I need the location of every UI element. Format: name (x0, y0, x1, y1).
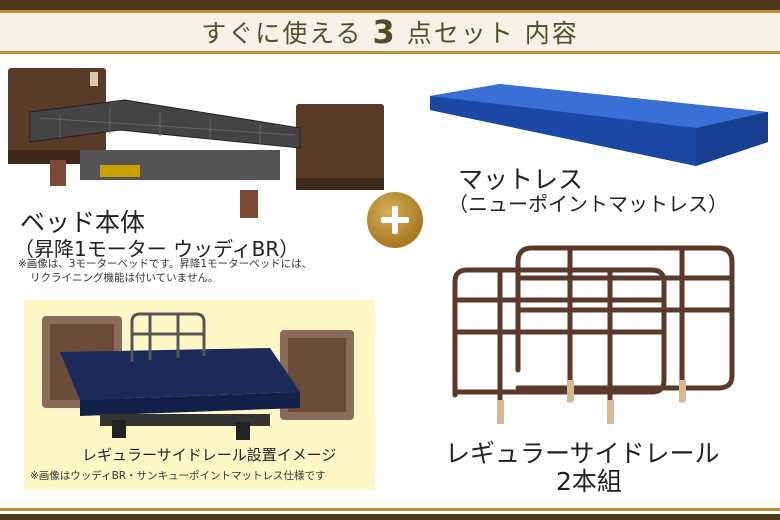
install-bed-illustration (42, 312, 354, 440)
rail-caps-illustration (497, 380, 686, 424)
rail-name-line1: レギュラーサイドレール (445, 439, 720, 468)
side-rails-illustration (452, 245, 735, 423)
bed-sub: （昇降1モーター ウッディBR） (14, 237, 300, 261)
install-image-note: ※画像はウッディBR・サンキューポイントマットレス仕様です (30, 470, 326, 482)
bed-note-line2: リクライニング機能は付いていません。 (30, 272, 219, 284)
install-image-caption: レギュラーサイドレール設置イメージ (82, 446, 337, 464)
title-prefix: すぐに使える (201, 19, 363, 48)
mattress-name: マットレス (458, 165, 584, 194)
page-title: すぐに使える 3 点セット 内容 (0, 13, 780, 51)
top-border (0, 0, 780, 10)
bed-illustration (8, 68, 384, 218)
mattress-sub: （ニューポイントマットレス） (448, 192, 728, 216)
title-suffix: 点セット 内容 (406, 19, 579, 48)
header-band (0, 13, 780, 51)
plus-icon (367, 192, 423, 248)
bed-note-line1: ※画像は、3モーターベッドです。昇降1モーターベッドには、 (18, 258, 313, 270)
bed-name: ベッド本体 (20, 208, 146, 237)
footer-gold-line (0, 508, 780, 511)
header-gold-line-bottom (0, 51, 780, 54)
bottom-border (0, 514, 780, 520)
header-gold-line (0, 10, 780, 13)
rail-name-line2: 2本組 (556, 467, 622, 496)
title-number: 3 (372, 13, 397, 51)
mattress-illustration (430, 84, 768, 166)
